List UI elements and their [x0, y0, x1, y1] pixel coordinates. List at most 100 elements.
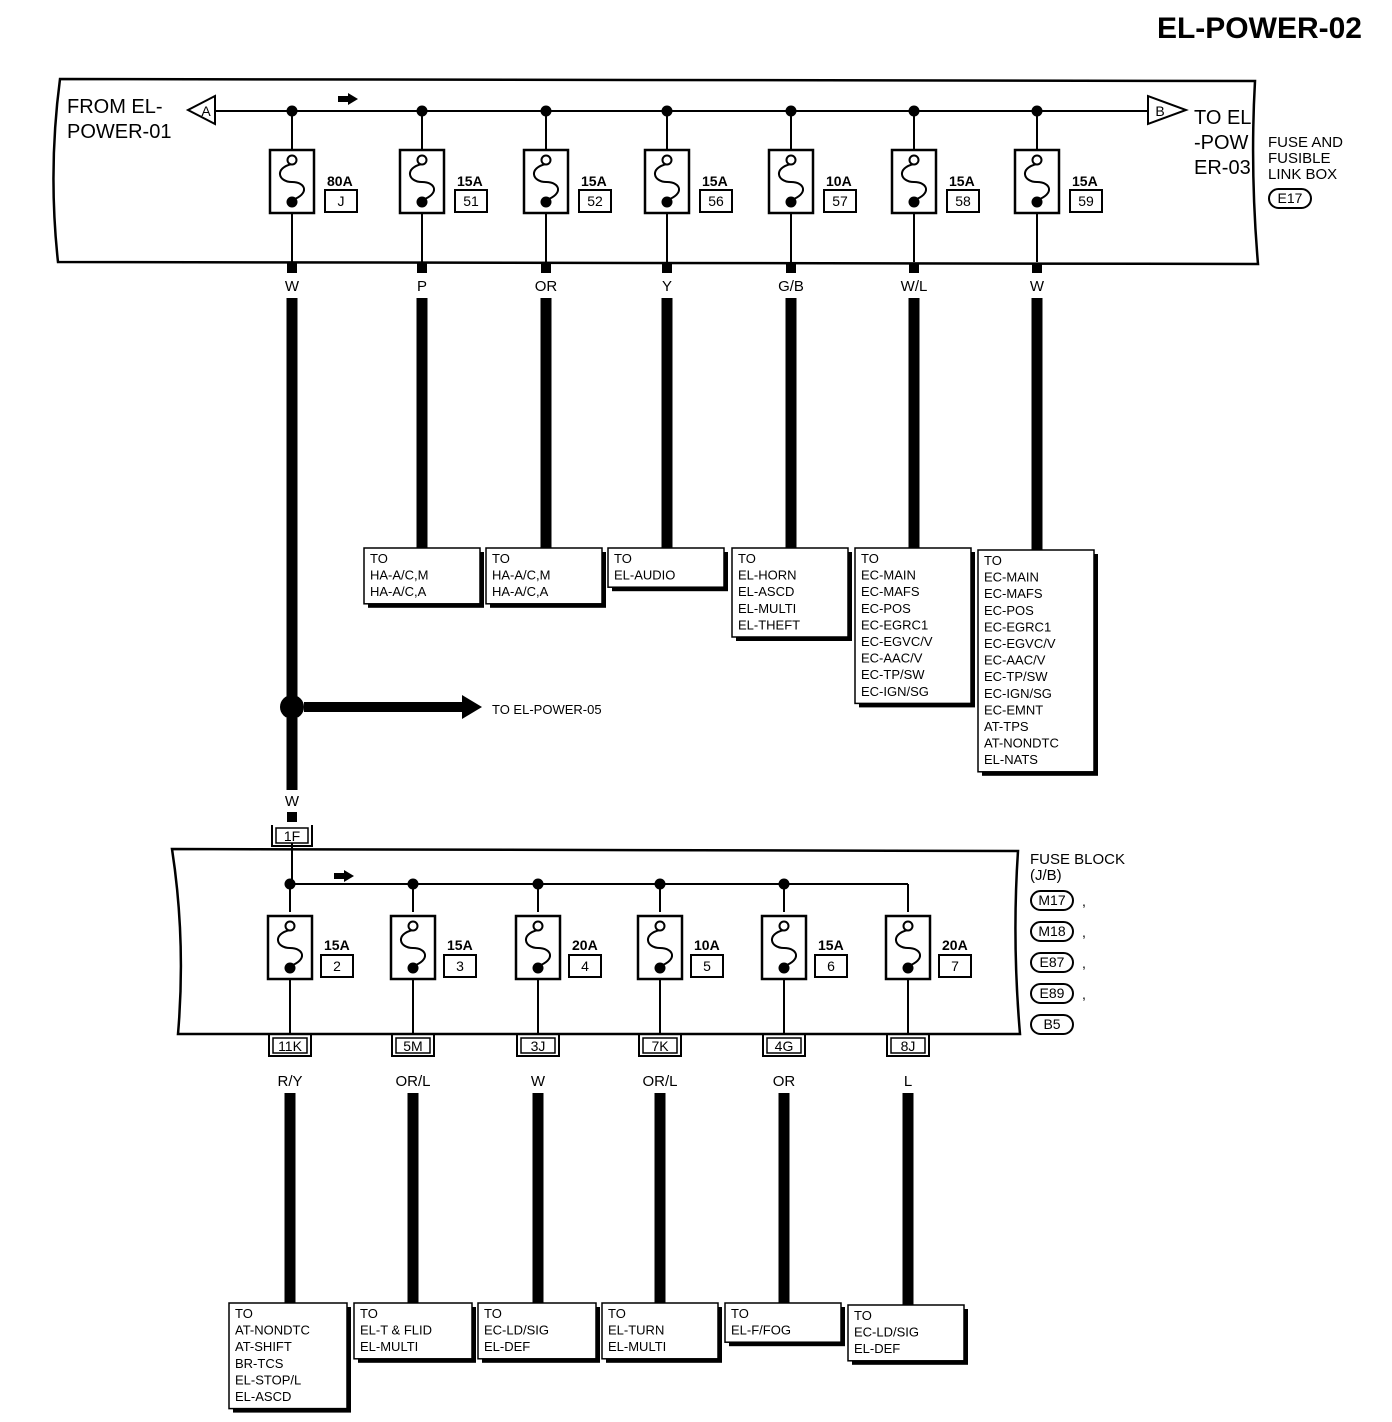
destination-box: [607, 547, 725, 588]
wire-terminal: [1032, 263, 1042, 273]
wire-color-label: W: [1030, 278, 1045, 295]
wire-terminal: [909, 263, 919, 273]
fuse-number-box: [938, 954, 972, 978]
fuse-element-icon: [533, 163, 559, 201]
fuse-element-icon: [895, 929, 921, 967]
destination-box: [228, 1302, 348, 1410]
fuse-number: 2: [333, 958, 341, 974]
destination-label: HA-A/C,M: [492, 568, 551, 583]
destination-label: TO: [492, 551, 510, 566]
wire-terminal: [662, 263, 672, 273]
connector-oval: [1030, 983, 1074, 1004]
fuse-number-box: [946, 189, 980, 213]
destination-label: EL-DEF: [854, 1341, 900, 1356]
destination-label: TO: [484, 1306, 502, 1321]
destination-label: EL-MULTI: [738, 601, 796, 616]
wire-color-label: R/Y: [277, 1073, 302, 1090]
fuse-number-box: [324, 189, 358, 213]
box-connector-m18: M18: [1030, 921, 1074, 942]
fuse-amperage: 15A: [949, 173, 975, 189]
current-direction-arrow-icon: [334, 870, 354, 882]
destination-box: [724, 1302, 842, 1343]
fuse-amperage: 20A: [942, 937, 968, 953]
fuse-element-icon: [409, 163, 435, 201]
fuse-terminal-bottom: [1031, 196, 1043, 208]
destination-label: AT-NONDTC: [984, 736, 1059, 751]
fuse-number: 51: [463, 193, 479, 209]
harness-wire: [540, 298, 552, 548]
fuse-number-box: [320, 954, 354, 978]
fuse-terminal-top: [532, 920, 544, 932]
destination-label: EC-IGN/SG: [984, 686, 1052, 701]
destination-label: HA-A/C,M: [370, 568, 429, 583]
fuse-J: [268, 148, 316, 215]
fuse-number-box: [699, 189, 733, 213]
connector-separator: ,: [1082, 924, 1086, 940]
fuse-3: [389, 914, 437, 981]
harness-wire: [284, 1093, 296, 1303]
fuse-6: [760, 914, 808, 981]
fuse-4: [514, 914, 562, 981]
destination-box: [977, 549, 1095, 773]
wire-color-label: P: [417, 278, 427, 295]
destination-label: TO: [608, 1306, 626, 1321]
destination-label: EC-MAFS: [861, 584, 920, 599]
connector-bracket: [638, 1035, 682, 1057]
fuse-amperage: 10A: [694, 937, 720, 953]
harness-wire: [1031, 298, 1043, 550]
fuse-terminal-top: [778, 920, 790, 932]
fuse-amperage: 15A: [581, 173, 607, 189]
fuse-amperage: 20A: [572, 937, 598, 953]
fuse-amperage: 80A: [327, 173, 353, 189]
connector-4g: 4G: [762, 1035, 806, 1057]
destination-label: EL-F/FOG: [731, 1323, 791, 1338]
connector-separator: ,: [1082, 955, 1086, 971]
fuse-7: [884, 914, 932, 981]
destination-label: EL-AUDIO: [614, 568, 675, 583]
fuse-amperage: 15A: [447, 937, 473, 953]
fuse-element-icon: [778, 163, 804, 201]
connector-bracket: [886, 1035, 930, 1057]
connector-plate: [520, 1037, 556, 1054]
fuse-terminal-bottom: [902, 962, 914, 974]
destination-label: EC-TP/SW: [861, 667, 925, 682]
fuse-terminal-top: [908, 154, 920, 166]
destination-label: EL-STOP/L: [235, 1372, 301, 1387]
fuse-number: J: [338, 193, 345, 209]
harness-wire: [778, 1093, 790, 1303]
destination-label: EL-THEFT: [738, 617, 800, 632]
wire-color-label: W: [285, 278, 300, 295]
destination-label: TO: [854, 1308, 872, 1323]
fuse-terminal-top: [661, 154, 673, 166]
box-label: FUSE BLOCK: [1030, 851, 1125, 868]
fuse-amperage: 15A: [1072, 173, 1098, 189]
current-direction-arrow-icon: [338, 93, 358, 105]
fuse-terminal-top: [1031, 154, 1043, 166]
box-connector-e87: E87: [1030, 952, 1074, 973]
fuse-number-box: [690, 954, 724, 978]
destination-label: EC-EGVC/V: [984, 636, 1056, 651]
to-label: ER-03: [1194, 157, 1251, 179]
destination-label: EL-ASCD: [235, 1389, 291, 1404]
destination-label: AT-SHIFT: [235, 1339, 292, 1354]
fuse-number: 4: [581, 958, 589, 974]
fuse-block-frame: [170, 847, 1022, 1036]
fuse-56: [643, 148, 691, 215]
harness-wire: [908, 298, 920, 548]
connector-label: 11K: [278, 1038, 303, 1054]
connector-11k: 11K: [268, 1035, 312, 1057]
connector-7k: 7K: [638, 1035, 682, 1057]
connector-5m: 5M: [391, 1035, 435, 1057]
fuse-number-box: [443, 954, 477, 978]
destination-box: [847, 1304, 965, 1362]
destination-label: EC-POS: [861, 601, 911, 616]
fuse-terminal-bottom: [286, 196, 298, 208]
destination-label: TO: [738, 551, 756, 566]
fuse-51: [398, 148, 446, 215]
box-label: (J/B): [1030, 867, 1062, 884]
to-label: -POW: [1194, 132, 1249, 154]
